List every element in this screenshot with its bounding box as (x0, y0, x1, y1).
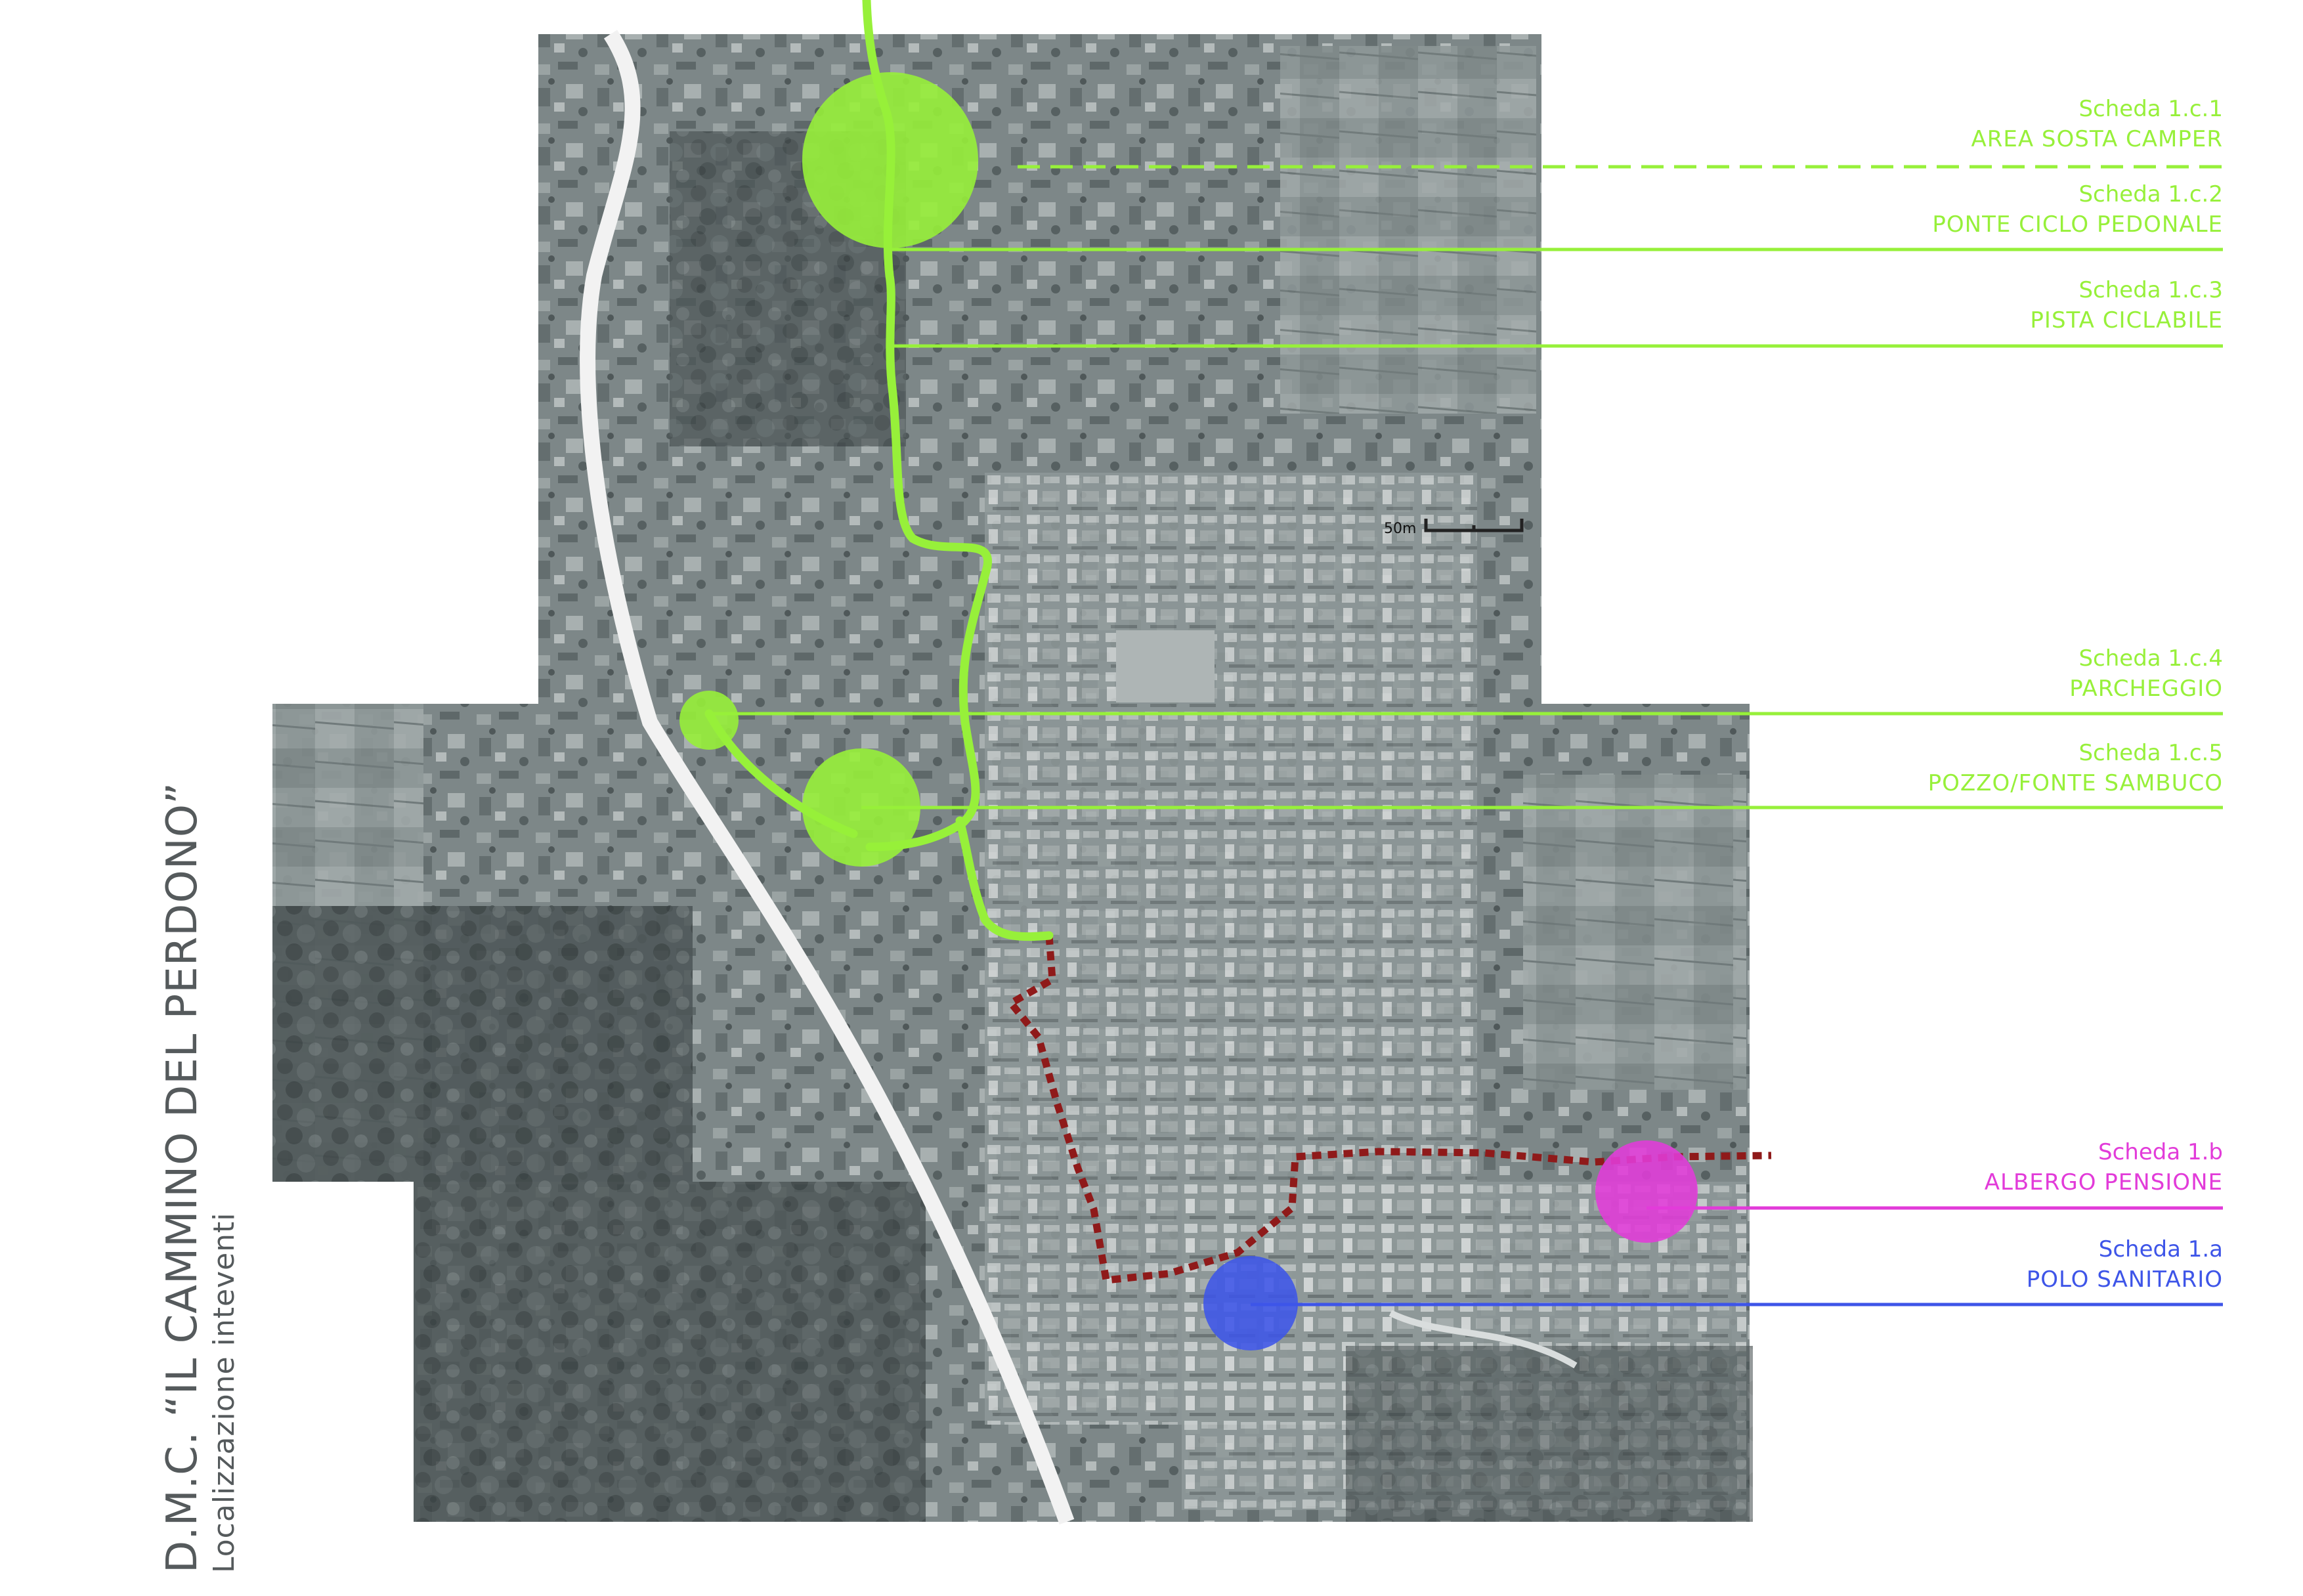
label-code: Scheda 1.c.4 (2078, 645, 2223, 672)
label-name: ALBERGO PENSIONE (1984, 1169, 2223, 1196)
label-1a[interactable]: Scheda 1.a POLO SANITARIO (2027, 1234, 2223, 1295)
label-name: PARCHEGGIO (2069, 676, 2223, 702)
marker-pozzo-fonte-sambuco[interactable] (802, 748, 920, 867)
label-code: Scheda 1.c.3 (2078, 277, 2223, 303)
label-1b[interactable]: Scheda 1.b ALBERGO PENSIONE (1985, 1137, 2223, 1197)
marker-parcheggio[interactable] (679, 691, 739, 750)
label-name: PISTA CICLABILE (2030, 307, 2223, 334)
label-code: Scheda 1.a (2098, 1236, 2223, 1262)
label-code: Scheda 1.c.5 (2078, 740, 2223, 766)
label-name: POZZO/FONTE SAMBUCO (1927, 770, 2223, 796)
label-name: AREA SOSTA CAMPER (1971, 126, 2223, 152)
scale-bar: 50m (1384, 519, 1524, 537)
marker-polo-sanitario[interactable] (1203, 1256, 1298, 1350)
label-1c3[interactable]: Scheda 1.c.3 PISTA CICLABILE (2030, 275, 2223, 335)
label-1c4[interactable]: Scheda 1.c.4 PARCHEGGIO (2069, 643, 2223, 704)
label-name: PONTE CICLO PEDONALE (1932, 211, 2223, 238)
label-code: Scheda 1.c.2 (2078, 181, 2223, 207)
walking-route (1005, 935, 1772, 1285)
label-1c1[interactable]: Scheda 1.c.1 AREA SOSTA CAMPER (1971, 94, 2224, 154)
label-1c2[interactable]: Scheda 1.c.2 PONTE CICLO PEDONALE (1932, 179, 2223, 240)
label-name: POLO SANITARIO (2026, 1266, 2223, 1293)
label-1c5[interactable]: Scheda 1.c.5 POZZO/FONTE SAMBUCO (1928, 738, 2223, 798)
aerial-photo (272, 30, 1753, 1525)
map-title-block: D.M.C. “IL CAMMINO DEL PERDONO” Localizz… (158, 782, 242, 1573)
label-code: Scheda 1.b (2098, 1139, 2223, 1165)
intervention-markers (679, 72, 1698, 1350)
scale-bar-label: 50m (1384, 521, 1416, 537)
map-title: D.M.C. “IL CAMMINO DEL PERDONO” (158, 781, 207, 1573)
leader-lines (709, 165, 2223, 1306)
label-code: Scheda 1.c.1 (2078, 96, 2223, 122)
map-subtitle: Localizzazione inteventi (207, 1212, 241, 1573)
marker-albergo-pensione[interactable] (1595, 1140, 1698, 1243)
marker-area-sosta-camper[interactable] (802, 72, 978, 248)
